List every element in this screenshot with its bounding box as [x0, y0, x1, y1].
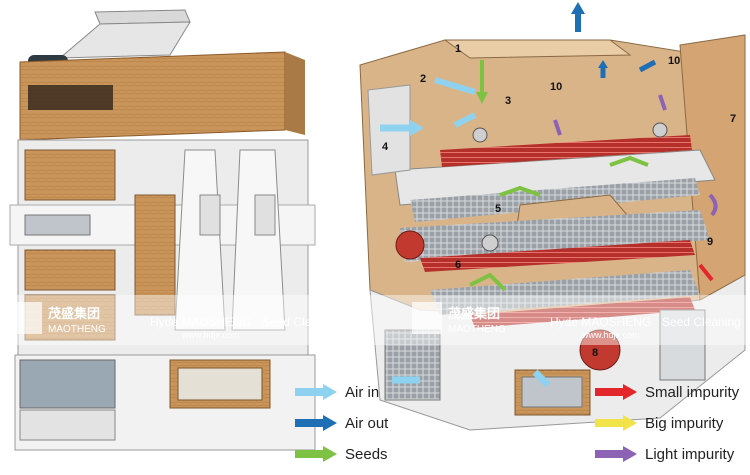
fan-icon [579, 329, 621, 371]
legend-label: Air out [345, 414, 389, 432]
air-out-arrow-icon [295, 415, 337, 431]
legend-item-seeds: Seeds [295, 442, 388, 466]
callout-10b: 10 [668, 55, 680, 67]
legend-label: Light impurity [645, 445, 735, 463]
watermark-left: 茂盛集团 MAOTHENG Hyde MAOSHENG www.hdjx.com… [12, 302, 341, 340]
watermark-tagline: Seed Cleaning [262, 315, 341, 329]
roller-icon [395, 230, 425, 260]
callout-5: 5 [495, 203, 501, 215]
watermark-website: www.hdjx.com [181, 330, 240, 340]
legend-item-light-impurity: Light impurity [595, 442, 734, 466]
light-impurity-arrow-icon [595, 446, 637, 462]
watermark-brand-cn: 茂盛集团 [448, 306, 500, 321]
watermark-brand-cn: 茂盛集团 [48, 306, 100, 321]
callout-4: 4 [382, 141, 389, 153]
legend-item-air-in: Air in [295, 380, 379, 404]
callout-7: 7 [730, 113, 736, 125]
callout-9: 9 [707, 236, 713, 248]
cutaway-diagram: 1 2 3 4 5 6 7 8 9 10 10 [359, 2, 746, 431]
big-impurity-arrow-icon [595, 415, 637, 431]
legend-item-small-impurity: Small impurity [595, 380, 739, 404]
watermark-website: www.hdjx.com [581, 330, 640, 340]
callout-8: 8 [592, 347, 598, 359]
legend-label: Big impurity [645, 414, 724, 432]
brand-logo-icon [12, 302, 42, 334]
callout-6: 6 [455, 259, 461, 271]
watermark-band: 茂盛集团 MAOTHENG Hyde MAOSHENG www.hdjx.com… [0, 295, 750, 345]
watermark-tagline: Seed Cleaning [662, 315, 741, 329]
callout-1: 1 [455, 43, 461, 55]
air-in-arrow-icon [295, 384, 337, 400]
callout-2: 2 [420, 73, 426, 85]
watermark-company: Hyde MAOSHENG [550, 315, 651, 329]
legend-label: Seeds [345, 445, 388, 463]
machine-photo [9, 9, 316, 451]
watermark-brand-en: MAOTHENG [48, 324, 106, 335]
brand-logo-icon [412, 302, 442, 334]
watermark-brand-en: MAOTHENG [448, 324, 506, 335]
legend-item-air-out: Air out [295, 411, 388, 435]
seeds-arrow-icon [295, 446, 337, 462]
watermark-company: Hyde MAOSHENG [150, 315, 251, 329]
legend-label: Small impurity [645, 383, 740, 401]
legend-item-big-impurity: Big impurity [595, 411, 723, 435]
callout-10a: 10 [550, 81, 562, 93]
small-impurity-arrow-icon [595, 384, 637, 400]
callout-3: 3 [505, 95, 511, 107]
legend-label: Air in [345, 383, 380, 401]
watermark-right: 茂盛集团 MAOTHENG Hyde MAOSHENG www.hdjx.com… [412, 302, 741, 340]
